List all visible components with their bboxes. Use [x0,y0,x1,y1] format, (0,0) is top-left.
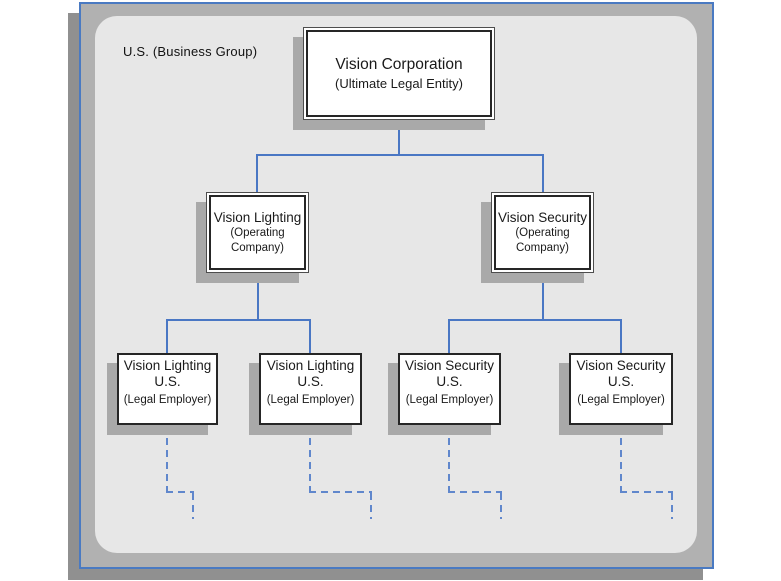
node-vision-lighting: Vision Lighting (Operating Company) [206,192,309,273]
dashed-connector-le4-across [620,491,673,493]
dashed-connector-le3-down [448,426,450,493]
dashed-connector-le4-tail [671,493,673,519]
dashed-connector-le1-tail [192,493,194,519]
node-vision-lighting-us-1: Vision Lighting U.S. (Legal Employer) [117,353,218,425]
dashed-connector-le3-tail [500,493,502,519]
node-subtitle: (Legal Employer) [405,394,494,407]
node-subtitle: (Legal Employer) [123,394,212,407]
node-vision-security-us-1: Vision Security U.S. (Legal Employer) [398,353,501,425]
connector-lighting-horizontal [166,319,311,321]
connector-security-horizontal [448,319,622,321]
node-subtitle: (Legal Employer) [266,394,355,407]
dashed-connector-le1-across [166,491,194,493]
connector-to-lighting-us-a [166,319,168,354]
connector-to-lighting-us-b [309,319,311,354]
node-vision-security-us-2: Vision Security U.S. (Legal Employer) [569,353,673,425]
node-subtitle: (Operating Company) [515,227,570,254]
node-title: Vision Security U.S. [576,358,666,390]
dashed-connector-le2-across [309,491,372,493]
connector-to-security-us-a [448,319,450,354]
node-title: Vision Lighting U.S. [266,358,355,390]
node-subtitle: (Operating Company) [230,227,285,254]
node-title: Vision Lighting [213,209,302,225]
node-title: Vision Security U.S. [404,358,495,390]
node-title: Vision Lighting U.S. [123,358,212,390]
business-group-label: U.S. (Business Group) [123,44,258,59]
dashed-connector-le2-tail [370,493,372,519]
node-vision-security: Vision Security (Operating Company) [491,192,594,273]
node-vision-lighting-us-2: Vision Lighting U.S. (Legal Employer) [259,353,362,425]
dashed-connector-le1-down [166,426,168,493]
node-subtitle: (Legal Employer) [577,394,665,407]
node-vision-corporation: Vision Corporation (Ultimate Legal Entit… [303,27,495,120]
connector-to-lighting [256,154,258,193]
connector-lighting-down [257,272,259,321]
node-title: Vision Corporation [335,55,463,73]
connector-corp-down [398,120,400,156]
connector-level1-horizontal [256,154,544,156]
connector-security-down [542,272,544,321]
dashed-connector-le2-down [309,426,311,493]
connector-to-security [542,154,544,193]
dashed-connector-le3-across [448,491,502,493]
node-subtitle: (Ultimate Legal Entity) [335,75,463,91]
node-title: Vision Security [497,209,588,225]
connector-to-security-us-b [620,319,622,354]
dashed-connector-le4-down [620,426,622,493]
